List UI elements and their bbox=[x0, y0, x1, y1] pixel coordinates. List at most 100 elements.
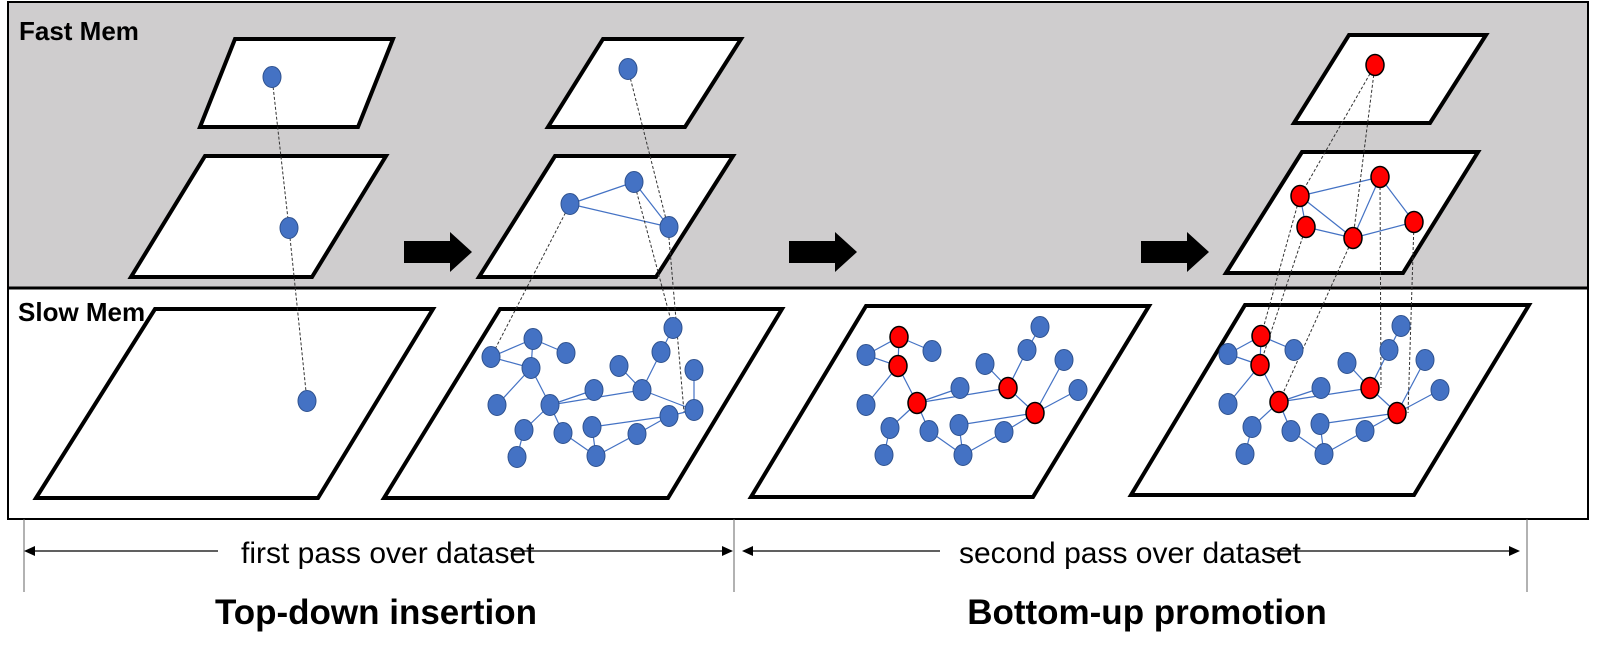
stage-arrow bbox=[404, 232, 472, 272]
node-red bbox=[1343, 226, 1363, 250]
node-blue bbox=[994, 421, 1014, 443]
node-blue bbox=[487, 394, 507, 416]
node-blue bbox=[632, 379, 652, 401]
node-red bbox=[1290, 184, 1310, 208]
node-blue bbox=[1314, 443, 1334, 465]
arrowhead bbox=[1509, 546, 1520, 556]
node-blue bbox=[1017, 339, 1037, 361]
stage1-middle-layer bbox=[127, 154, 390, 279]
node-blue bbox=[684, 359, 704, 381]
stage2-middle-layer bbox=[475, 154, 737, 279]
stage1-bottom-layer bbox=[32, 307, 437, 500]
node-blue bbox=[556, 342, 576, 364]
stage-arrow bbox=[789, 232, 857, 272]
stage-2 bbox=[380, 37, 786, 500]
node-blue bbox=[481, 346, 501, 368]
node-blue bbox=[523, 328, 543, 350]
node-blue bbox=[540, 394, 560, 416]
node-blue bbox=[507, 446, 527, 468]
node-blue bbox=[1379, 339, 1399, 361]
node-red bbox=[889, 325, 909, 349]
node-blue bbox=[521, 357, 541, 379]
arrowhead bbox=[722, 546, 733, 556]
node-blue bbox=[1391, 315, 1411, 337]
first-pass-label: first pass over dataset bbox=[241, 537, 535, 570]
node-blue bbox=[949, 414, 969, 436]
node-red bbox=[1365, 53, 1385, 77]
node-red bbox=[888, 354, 908, 378]
stage4-middle-layer bbox=[1222, 150, 1482, 275]
node-blue bbox=[1415, 349, 1435, 371]
stage1-link bbox=[271, 76, 290, 229]
stage2-nodes bbox=[481, 58, 704, 468]
node-blue bbox=[1068, 379, 1088, 401]
stage1-link bbox=[288, 227, 308, 402]
node-blue bbox=[1284, 339, 1304, 361]
node-blue bbox=[609, 355, 629, 377]
node-blue bbox=[1310, 413, 1330, 435]
stage-arrow bbox=[1141, 232, 1209, 272]
node-red bbox=[907, 391, 927, 415]
node-blue bbox=[618, 58, 638, 80]
node-red bbox=[1360, 376, 1380, 400]
node-blue bbox=[1242, 416, 1262, 438]
node-blue bbox=[651, 341, 671, 363]
node-red bbox=[1269, 390, 1289, 414]
stage3-bottom-layer bbox=[747, 304, 1153, 499]
node-blue bbox=[553, 422, 573, 444]
top-down-title: Top-down insertion bbox=[215, 593, 537, 632]
node-blue bbox=[586, 445, 606, 467]
second-pass-label-bg bbox=[940, 532, 1270, 568]
node-blue bbox=[659, 405, 679, 427]
stage1-top-layer bbox=[197, 37, 396, 129]
node-blue bbox=[953, 444, 973, 466]
node-blue bbox=[919, 420, 939, 442]
fast-mem-label: Fast Mem bbox=[19, 16, 139, 46]
node-blue bbox=[663, 317, 683, 339]
node-red bbox=[1025, 401, 1045, 425]
node-blue bbox=[560, 193, 580, 215]
stage-1 bbox=[32, 37, 437, 500]
stage3-nodes bbox=[856, 316, 1088, 466]
node-blue bbox=[950, 377, 970, 399]
node-red bbox=[998, 376, 1018, 400]
node-blue bbox=[1311, 377, 1331, 399]
node-red bbox=[1296, 215, 1316, 239]
node-blue bbox=[856, 344, 876, 366]
node-red bbox=[1251, 324, 1271, 348]
node-blue bbox=[262, 66, 282, 88]
stage4-top-layer bbox=[1290, 33, 1490, 125]
node-blue bbox=[514, 419, 534, 441]
slow-mem-label: Slow Mem bbox=[18, 297, 145, 327]
node-blue bbox=[297, 390, 317, 412]
pass-spans: first pass over dataset second pass over… bbox=[23, 519, 1528, 592]
node-red bbox=[1250, 353, 1270, 377]
node-blue bbox=[1235, 443, 1255, 465]
node-blue bbox=[279, 217, 299, 239]
node-red bbox=[1387, 401, 1407, 425]
node-blue bbox=[1337, 352, 1357, 374]
stage2-top-layer bbox=[544, 37, 745, 129]
node-blue bbox=[856, 394, 876, 416]
node-blue bbox=[1355, 420, 1375, 442]
node-blue bbox=[880, 417, 900, 439]
stage-3 bbox=[747, 304, 1153, 499]
arrowhead bbox=[24, 546, 35, 556]
node-red bbox=[1404, 210, 1424, 234]
node-blue bbox=[1218, 393, 1238, 415]
node-blue bbox=[975, 353, 995, 375]
node-blue bbox=[584, 379, 604, 401]
node-blue bbox=[684, 399, 704, 421]
node-blue bbox=[1218, 343, 1238, 365]
node-blue bbox=[1030, 316, 1050, 338]
node-blue bbox=[874, 444, 894, 466]
node-blue bbox=[624, 171, 644, 193]
first-pass-label-bg bbox=[218, 532, 510, 568]
node-blue bbox=[1430, 379, 1450, 401]
second-pass-label: second pass over dataset bbox=[959, 537, 1302, 570]
node-blue bbox=[1281, 420, 1301, 442]
node-red bbox=[1370, 165, 1390, 189]
node-blue bbox=[922, 340, 942, 362]
arrowhead bbox=[742, 546, 753, 556]
